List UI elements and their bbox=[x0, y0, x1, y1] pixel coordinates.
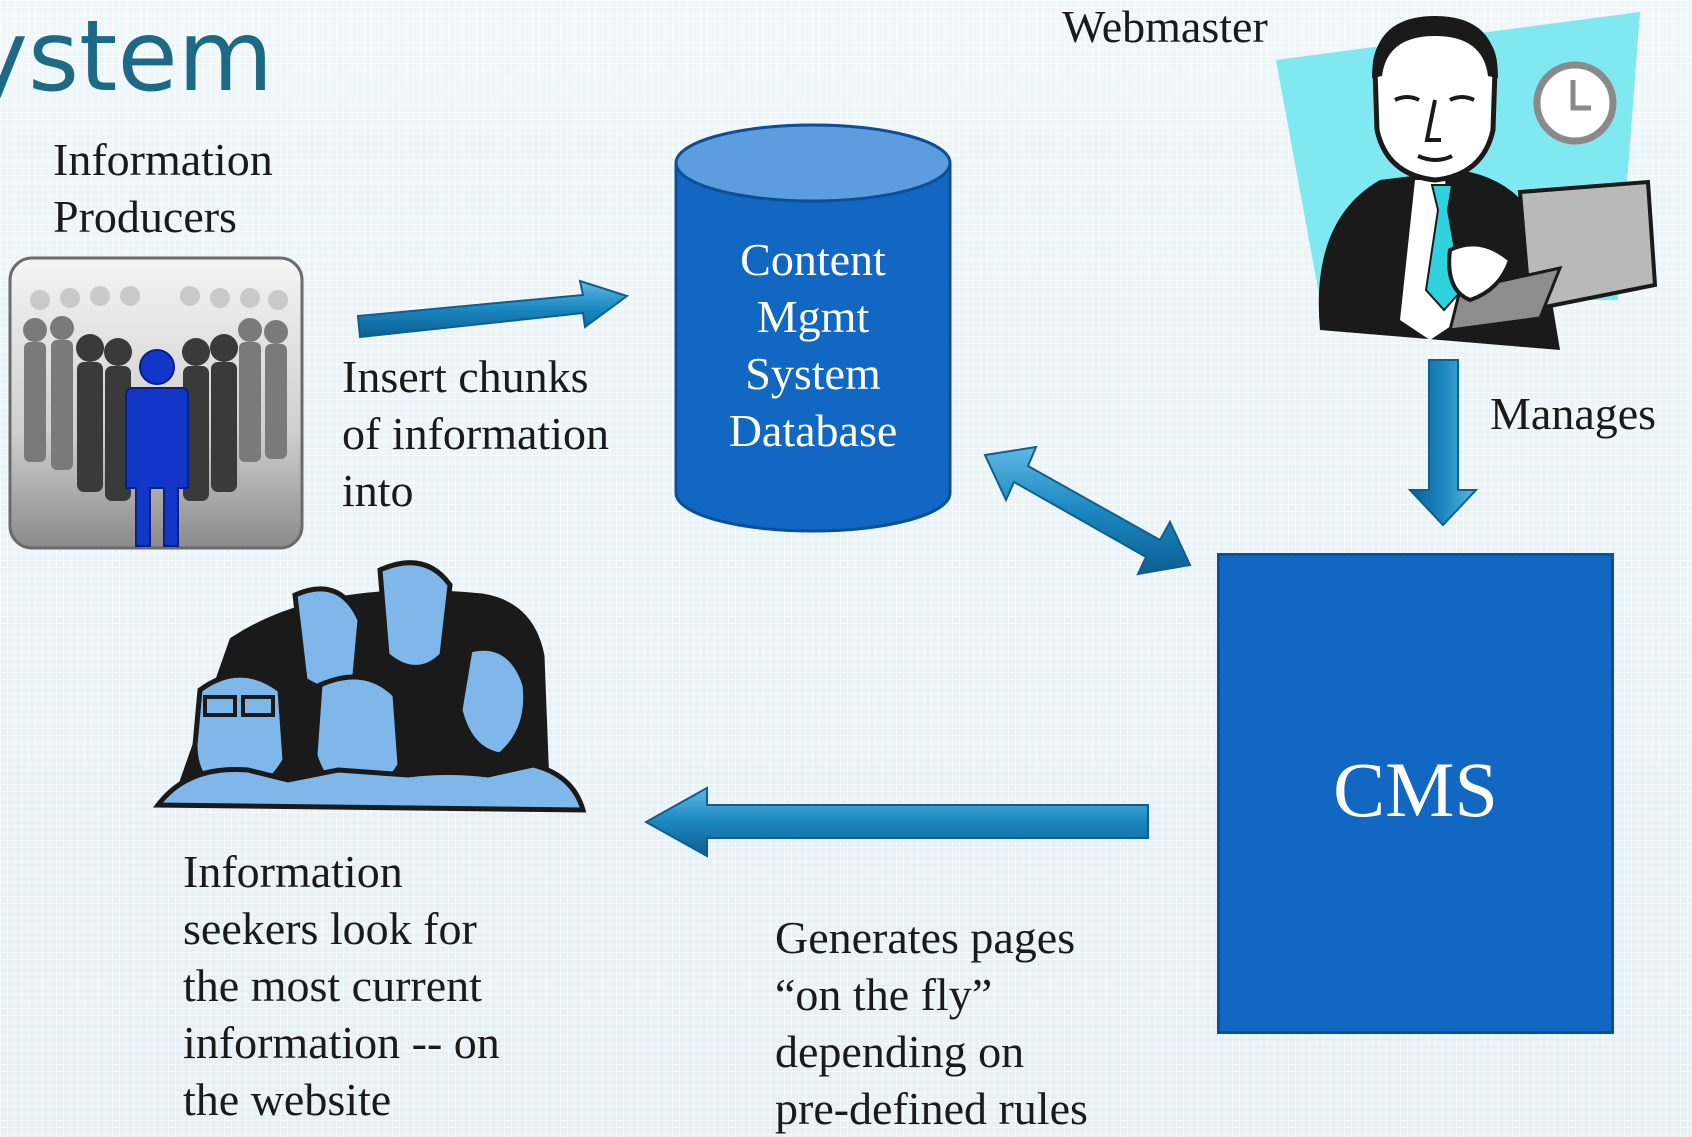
seekers-label-line: information -- on bbox=[183, 1017, 500, 1068]
generates-label-line: “on the fly” bbox=[775, 969, 993, 1020]
database-label-line: Mgmt bbox=[756, 291, 870, 342]
seekers-label-line: Information bbox=[183, 846, 403, 897]
webmaster-clipart-icon bbox=[1276, 12, 1658, 350]
seekers-label-line: seekers look for bbox=[183, 903, 477, 954]
generates-arrow bbox=[643, 786, 1149, 858]
seekers-group-icon bbox=[153, 560, 587, 813]
crowd-icon bbox=[8, 256, 304, 550]
slide-title: ystem bbox=[0, 0, 274, 114]
seekers-label: Information seekers look for the most cu… bbox=[183, 843, 500, 1128]
clock-icon bbox=[1533, 61, 1617, 145]
generates-label-line: Generates pages bbox=[775, 912, 1076, 963]
generates-label-line: depending on bbox=[775, 1026, 1025, 1077]
database-label-line: Database bbox=[728, 405, 898, 456]
seekers-label-line: the website bbox=[183, 1074, 392, 1125]
insert-label-line: Insert chunks bbox=[342, 351, 589, 402]
cms-label: CMS bbox=[1333, 746, 1498, 833]
manages-arrow bbox=[1407, 359, 1479, 527]
insert-label-line: into bbox=[342, 465, 414, 516]
database-label-line: Content bbox=[740, 234, 886, 285]
seekers-label-line: the most current bbox=[183, 960, 482, 1011]
database-cylinder bbox=[674, 123, 952, 533]
producers-label-line: Producers bbox=[53, 191, 237, 242]
cms-box bbox=[1217, 553, 1614, 1034]
database-label-line: System bbox=[745, 348, 881, 399]
webmaster-label: Webmaster bbox=[1062, 1, 1268, 52]
generates-label: Generates pages “on the fly” depending o… bbox=[775, 909, 1088, 1137]
producers-label-line: Information bbox=[53, 134, 273, 185]
db-cms-double-arrow bbox=[983, 445, 1192, 576]
generates-label-line: pre-defined rules bbox=[775, 1083, 1088, 1134]
manages-label: Manages bbox=[1490, 388, 1657, 439]
insert-arrow bbox=[356, 279, 630, 339]
insert-label-line: of information bbox=[342, 408, 609, 459]
database-label: Content Mgmt System Database bbox=[676, 231, 950, 459]
producers-label: Information Producers bbox=[53, 131, 273, 245]
insert-label: Insert chunks of information into bbox=[342, 348, 609, 519]
